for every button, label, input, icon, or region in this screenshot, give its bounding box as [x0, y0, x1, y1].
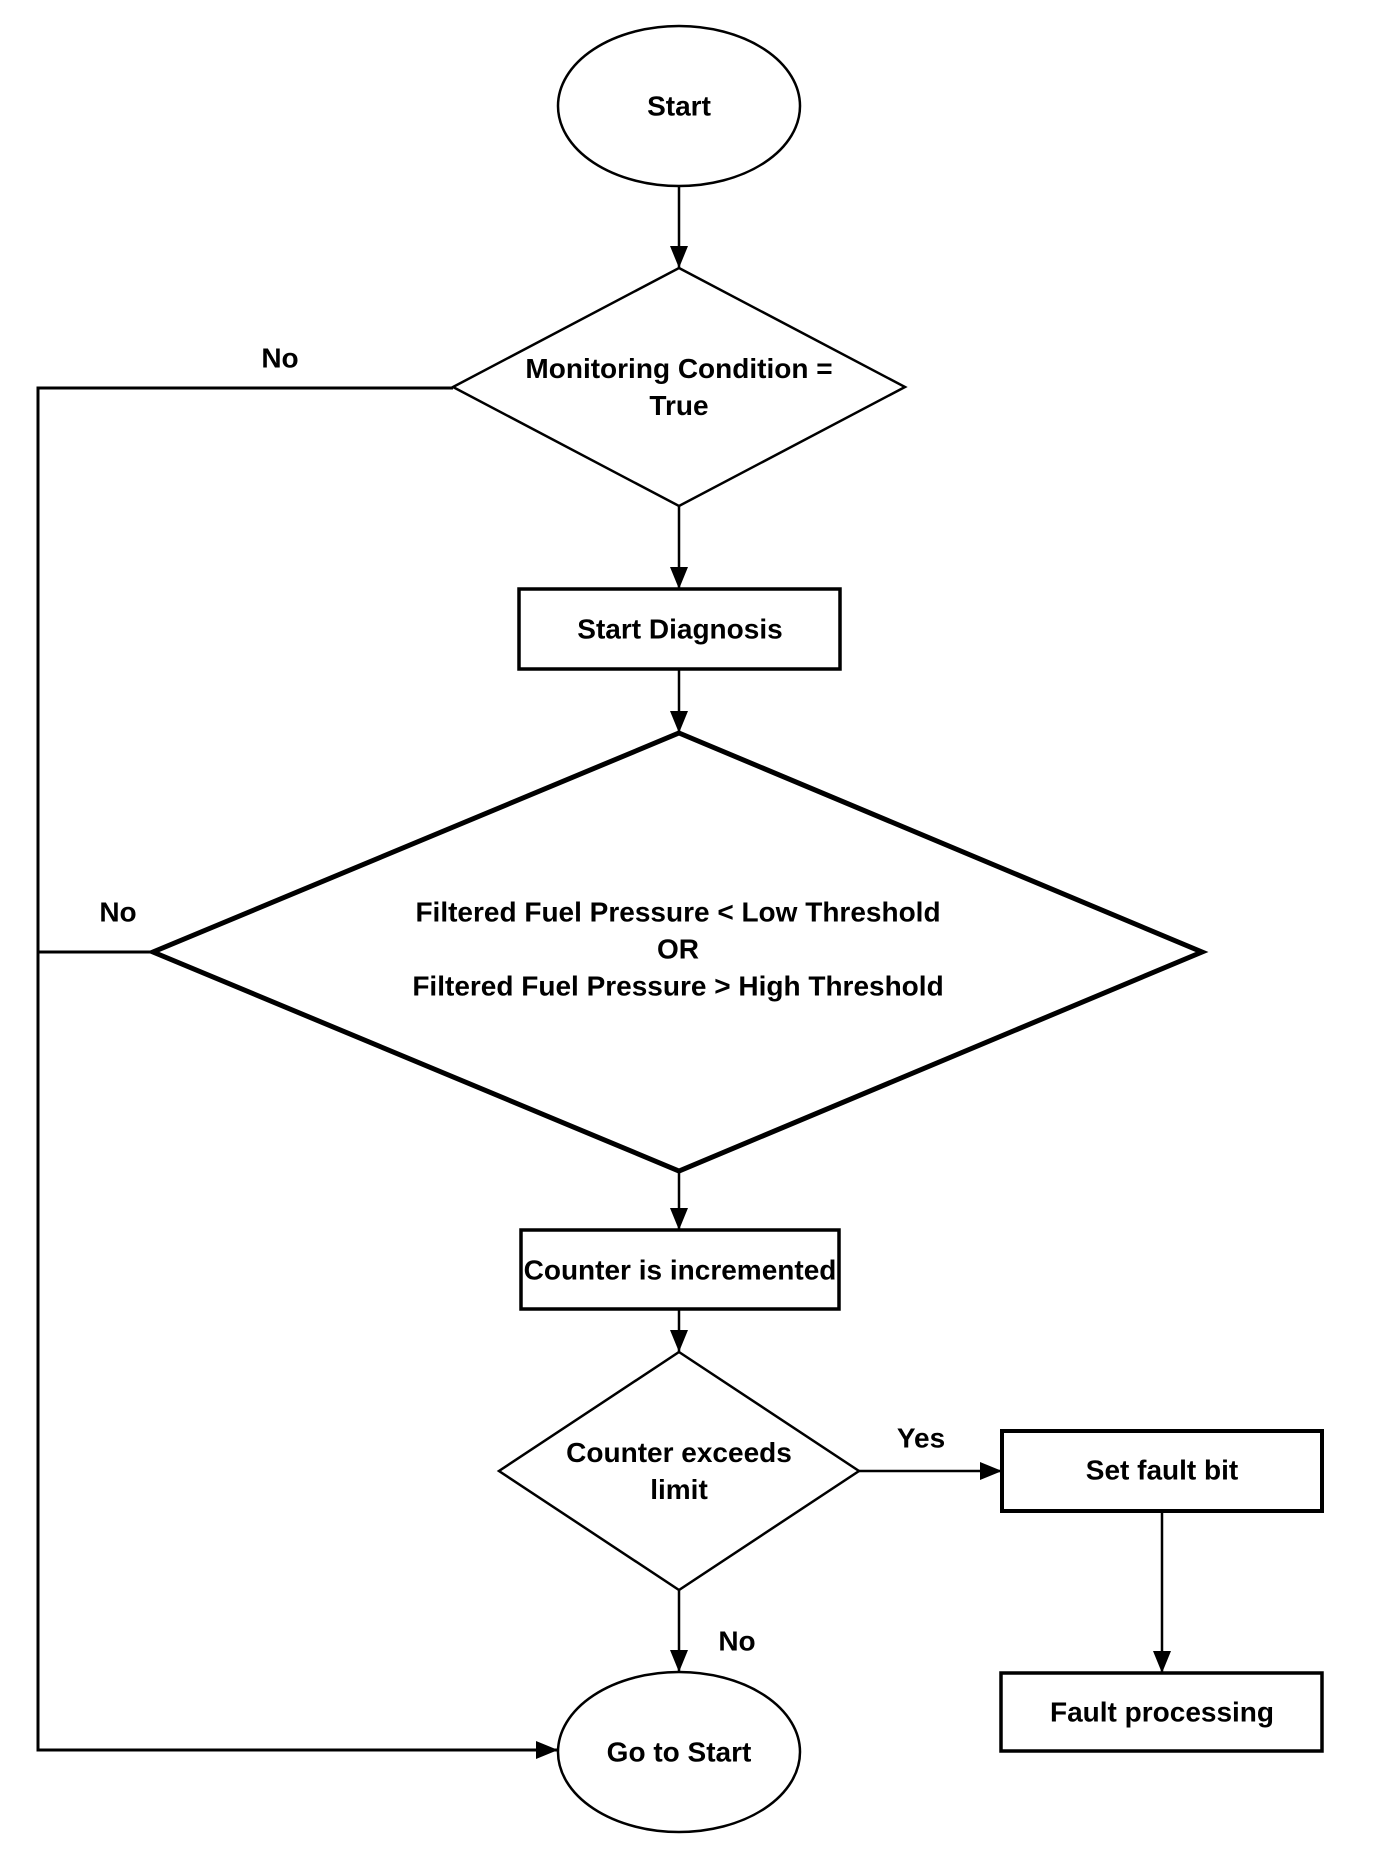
fault-processing-rect	[999, 1671, 1324, 1753]
go-to-start-ellipse	[556, 1670, 802, 1834]
fuel-pressure-check-diamond	[146, 730, 1209, 1174]
monitoring-condition-label: Monitoring Condition = True	[525, 353, 833, 421]
monitoring-condition-diamond	[450, 266, 908, 508]
start-diagnosis-rect	[517, 587, 842, 671]
start-ellipse	[556, 24, 802, 188]
counter-incremented-label: Counter is incremented	[523, 1254, 837, 1286]
start-label: Start	[647, 90, 711, 122]
counter-exceeds-limit-label: Counter exceeds limit	[566, 1437, 792, 1505]
go-to-start-label: Go to Start	[606, 1736, 752, 1768]
fault-processing-label: Fault processing	[1049, 1696, 1275, 1728]
fuel-pressure-check-label: Filtered Fuel Pressure < Low Threshold O…	[412, 896, 944, 1002]
counter-incremented-rect	[519, 1228, 841, 1311]
fuel-pressure-no-label: No	[99, 896, 137, 928]
edge-no-return-to-go-to-start	[36, 386, 558, 1759]
start-diagnosis-label: Start Diagnosis	[577, 613, 783, 645]
set-fault-bit-rect	[1000, 1429, 1324, 1513]
counter-no-label: No	[718, 1625, 756, 1657]
counter-yes-label: Yes	[896, 1422, 946, 1454]
counter-exceeds-limit-diamond	[496, 1350, 862, 1592]
set-fault-bit-label: Set fault bit	[1085, 1454, 1239, 1486]
monitoring-no-label: No	[261, 342, 299, 374]
